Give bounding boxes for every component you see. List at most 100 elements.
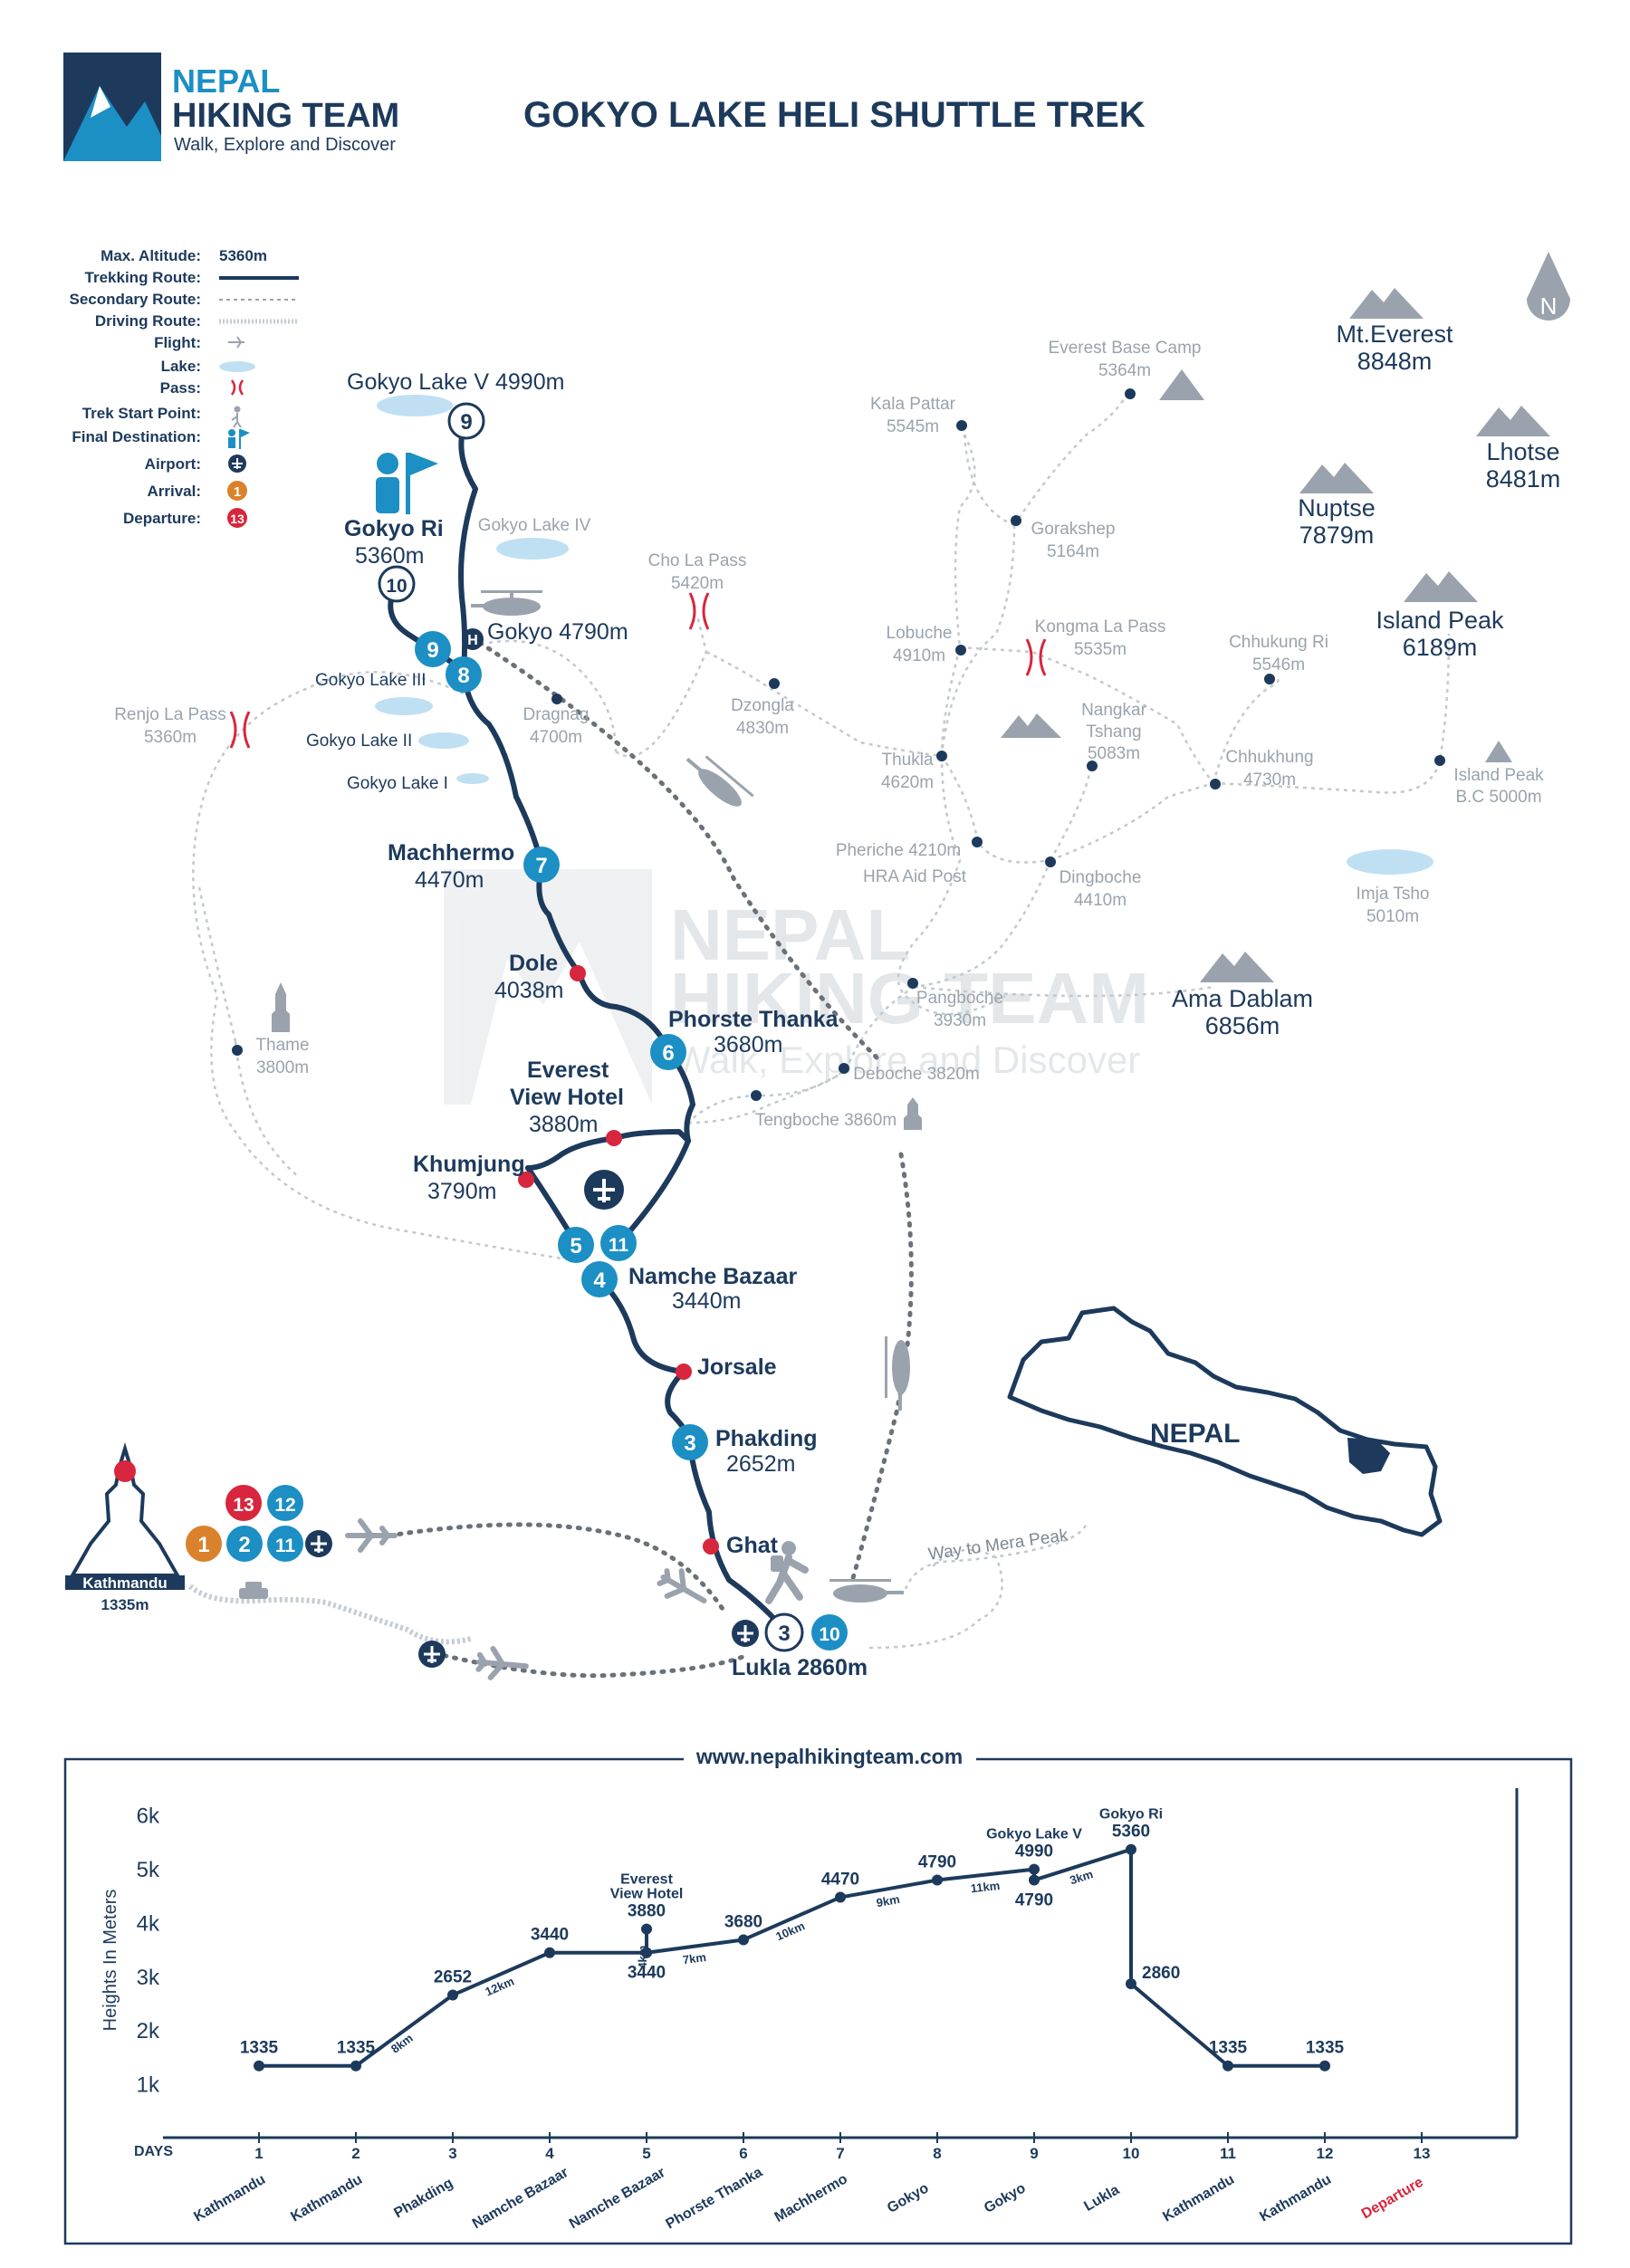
label-pangboche: Pangboche xyxy=(916,989,1003,1008)
day-badge xyxy=(523,847,560,883)
label-kala-pattar: Kala Pattar xyxy=(870,395,956,414)
day-badge-num: 9 xyxy=(460,410,472,435)
tent-icon xyxy=(1485,741,1512,762)
day-badge-num: 2 xyxy=(238,1533,250,1557)
data-label: 1335 xyxy=(240,2039,279,2058)
label-imja-tsho-alt: 5010m xyxy=(1366,907,1419,926)
legend-driving-route: Driving Route: xyxy=(95,312,201,330)
stop-dots xyxy=(518,965,719,1555)
x-tick-label: 7 xyxy=(836,2145,844,2162)
day-badge xyxy=(811,1614,848,1651)
legend-arrival-num: 1 xyxy=(234,484,241,500)
label-dole: Dole xyxy=(509,951,558,976)
brand-logo: NEPAL HIKING TEAM Walk, Explore and Disc… xyxy=(63,53,399,161)
peak-island: Island Peak xyxy=(1376,607,1504,634)
label-chhukung-ri: Chhukung Ri xyxy=(1229,633,1328,652)
x-tick-label: 10 xyxy=(1123,2145,1140,2162)
helicopter-icon xyxy=(829,1579,904,1603)
day-badge-num: 10 xyxy=(819,1624,839,1645)
car-icon xyxy=(239,1582,268,1599)
label-lobuche: Lobuche xyxy=(887,624,953,643)
elevation-chart: www.nepalhikingteam.com Heights In Meter… xyxy=(63,1745,1573,2245)
label-thukla: Thukla xyxy=(881,751,933,770)
label-tengboche: Tengboche 3860m xyxy=(755,1111,896,1130)
data-point xyxy=(1126,1978,1136,1990)
x-place-label: Phakding xyxy=(391,2176,455,2222)
legend-trekking-route: Trekking Route: xyxy=(85,269,201,286)
data-label: 3680 xyxy=(724,1912,762,1931)
data-label: 3440 xyxy=(628,1964,666,1983)
peak-ama-dablam-alt: 6856m xyxy=(1205,1012,1280,1039)
compass-icon: N xyxy=(1527,252,1570,321)
mountain-icon xyxy=(1476,406,1550,436)
label-khumjung-alt: 3790m xyxy=(427,1179,496,1204)
day-badge-num: 10 xyxy=(386,576,407,597)
data-label: 3880 xyxy=(628,1902,666,1921)
monastery-icon xyxy=(904,1097,922,1130)
route-labels: Gokyo Lake V 4990m Gokyo Ri 5360m Gokyo … xyxy=(82,369,868,1680)
data-point xyxy=(738,1934,749,1946)
mountain-icon xyxy=(1349,288,1424,319)
stop-dole xyxy=(570,965,586,981)
segment-distance-label: 8km xyxy=(388,2031,416,2055)
data-label: 2652 xyxy=(434,1968,472,1987)
legend-max-altitude: Max. Altitude: xyxy=(101,247,201,264)
legend-flight: Flight: xyxy=(154,334,201,351)
tent-icon xyxy=(1159,369,1204,400)
x-place-label: Kathmandu xyxy=(1257,2172,1334,2225)
day-badge-num: 11 xyxy=(609,1235,629,1256)
day-badge xyxy=(558,1227,594,1263)
label-machhermo: Machhermo xyxy=(388,840,514,866)
x-place-label: Kathmandu xyxy=(1160,2172,1237,2225)
series-line xyxy=(259,1847,1325,2068)
label-gokyo: Gokyo 4790m xyxy=(487,619,628,645)
label-everest-base-camp: Everest Base Camp xyxy=(1049,339,1202,358)
data-point xyxy=(544,1947,555,1958)
label-pangboche-alt: 3930m xyxy=(934,1011,986,1030)
label-gokyo-lake-ii: Gokyo Lake II xyxy=(306,732,412,751)
chart-header: www.nepalhikingteam.com xyxy=(695,1745,963,1768)
peak-lhotse: Lhotse xyxy=(1486,438,1559,465)
airport-icons xyxy=(305,1170,759,1668)
label-lukla: Lukla 2860m xyxy=(732,1655,868,1680)
legend-final-destination: Final Destination: xyxy=(72,428,201,445)
x-place-label: Machhermo xyxy=(772,2171,850,2225)
mountain-icon xyxy=(1200,952,1274,982)
label-cho-la-pass: Cho La Pass xyxy=(648,551,747,570)
label-gorakshep: Gorakshep xyxy=(1031,520,1116,539)
data-label: 4470 xyxy=(821,1871,859,1890)
passes xyxy=(229,592,1047,749)
day-badge-num: 5 xyxy=(570,1234,581,1258)
x-place-label: Gokyo xyxy=(982,2180,1029,2216)
label-phakding-alt: 2652m xyxy=(726,1451,795,1477)
day-badge-num: 11 xyxy=(275,1536,296,1556)
label-dragnag: Dragnag xyxy=(523,705,590,724)
x-place-label: Phorste Thanka xyxy=(664,2165,766,2233)
segment-distance-label: 7km xyxy=(682,1950,707,1967)
gokyo-lake-ii xyxy=(418,732,469,749)
y-tick-label: 4k xyxy=(137,1911,160,1936)
day-badge-outline xyxy=(378,565,416,603)
day-badge xyxy=(672,1424,708,1460)
day-badge-num: 9 xyxy=(427,638,438,663)
day-badge xyxy=(446,656,482,693)
x-place-label: Kathmandu xyxy=(288,2172,365,2225)
chart-xlabel: DAYS xyxy=(134,2144,173,2159)
data-point xyxy=(1029,1863,1040,1875)
day-badge-num: 3 xyxy=(778,1622,790,1646)
point-name-label: Gokyo Lake V xyxy=(986,1827,1082,1842)
data-label: 1335 xyxy=(1209,2039,1248,2058)
segment-distance-label: 11km xyxy=(970,1879,1001,1895)
data-label: 4790 xyxy=(918,1853,956,1872)
y-tick-label: 3k xyxy=(137,1966,160,1990)
day-badge xyxy=(650,1034,686,1070)
gokyo-lake-iii xyxy=(375,697,433,715)
peak-everest-alt: 8848m xyxy=(1357,348,1433,375)
x-place-label: Namche Bazaar xyxy=(567,2165,668,2232)
legend-symbols: 1 13 xyxy=(219,276,299,528)
day-badge xyxy=(226,1526,263,1562)
brand-tagline: Walk, Explore and Discover xyxy=(174,135,396,155)
label-gokyo-lake-i: Gokyo Lake I xyxy=(347,774,448,793)
segment-distance-label: 9km xyxy=(876,1892,901,1909)
